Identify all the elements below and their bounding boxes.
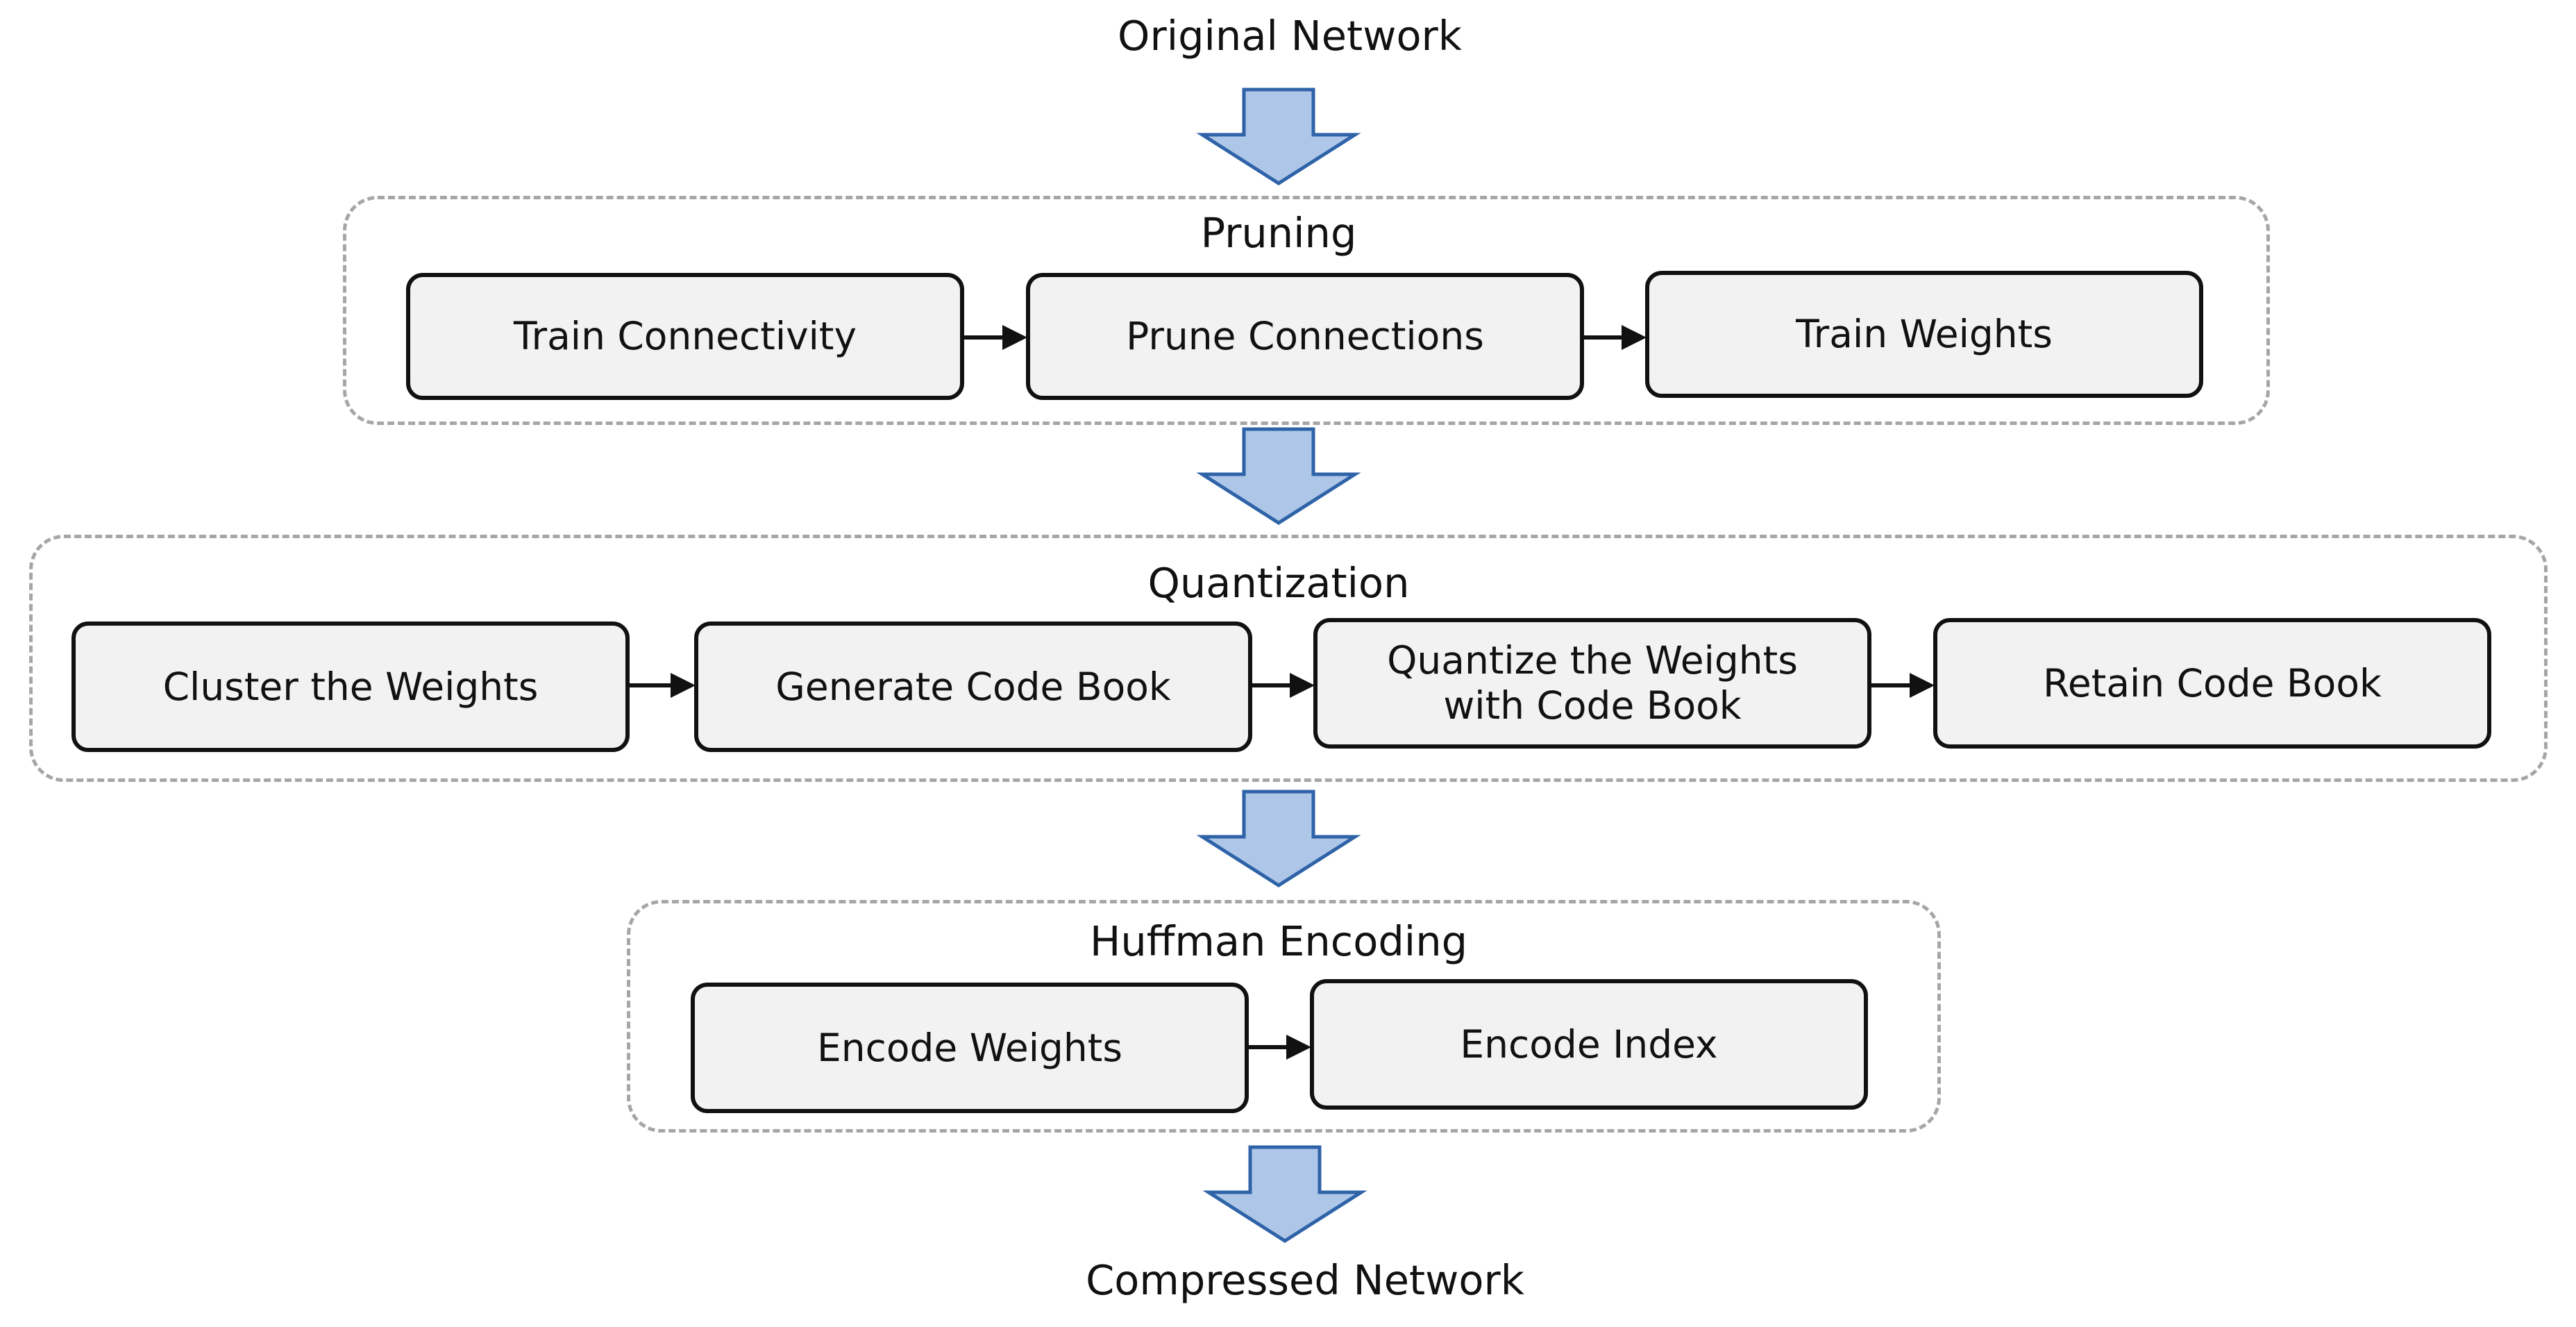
down-arrow-icon	[1196, 87, 1361, 185]
step-prune-connections: Prune Connections	[1026, 273, 1584, 400]
step-retain-code-book: Retain Code Book	[1933, 618, 2491, 749]
pruning-group	[343, 196, 2270, 425]
quantization-title: Quantization	[1147, 559, 1410, 607]
huffman-encoding-group	[627, 900, 1941, 1133]
step-encode-index: Encode Index	[1310, 979, 1868, 1110]
step-generate-code-book: Generate Code Book	[694, 621, 1252, 752]
down-arrow-icon	[1202, 1145, 1367, 1243]
step-encode-weights: Encode Weights	[691, 983, 1249, 1113]
down-arrow-icon	[1196, 427, 1361, 525]
quantization-group	[29, 535, 2548, 782]
start-label: Original Network	[1118, 12, 1462, 60]
step-cluster-the-weights: Cluster the Weights	[71, 621, 630, 752]
end-label: Compressed Network	[1086, 1256, 1524, 1304]
pruning-title: Pruning	[1200, 209, 1357, 257]
huffman-encoding-title: Huffman Encoding	[1089, 917, 1468, 965]
down-arrow-icon	[1196, 790, 1361, 887]
step-train-connectivity: Train Connectivity	[406, 273, 964, 400]
step-quantize-the-weights: Quantize the Weights with Code Book	[1313, 618, 1871, 749]
step-train-weights: Train Weights	[1645, 271, 2203, 398]
